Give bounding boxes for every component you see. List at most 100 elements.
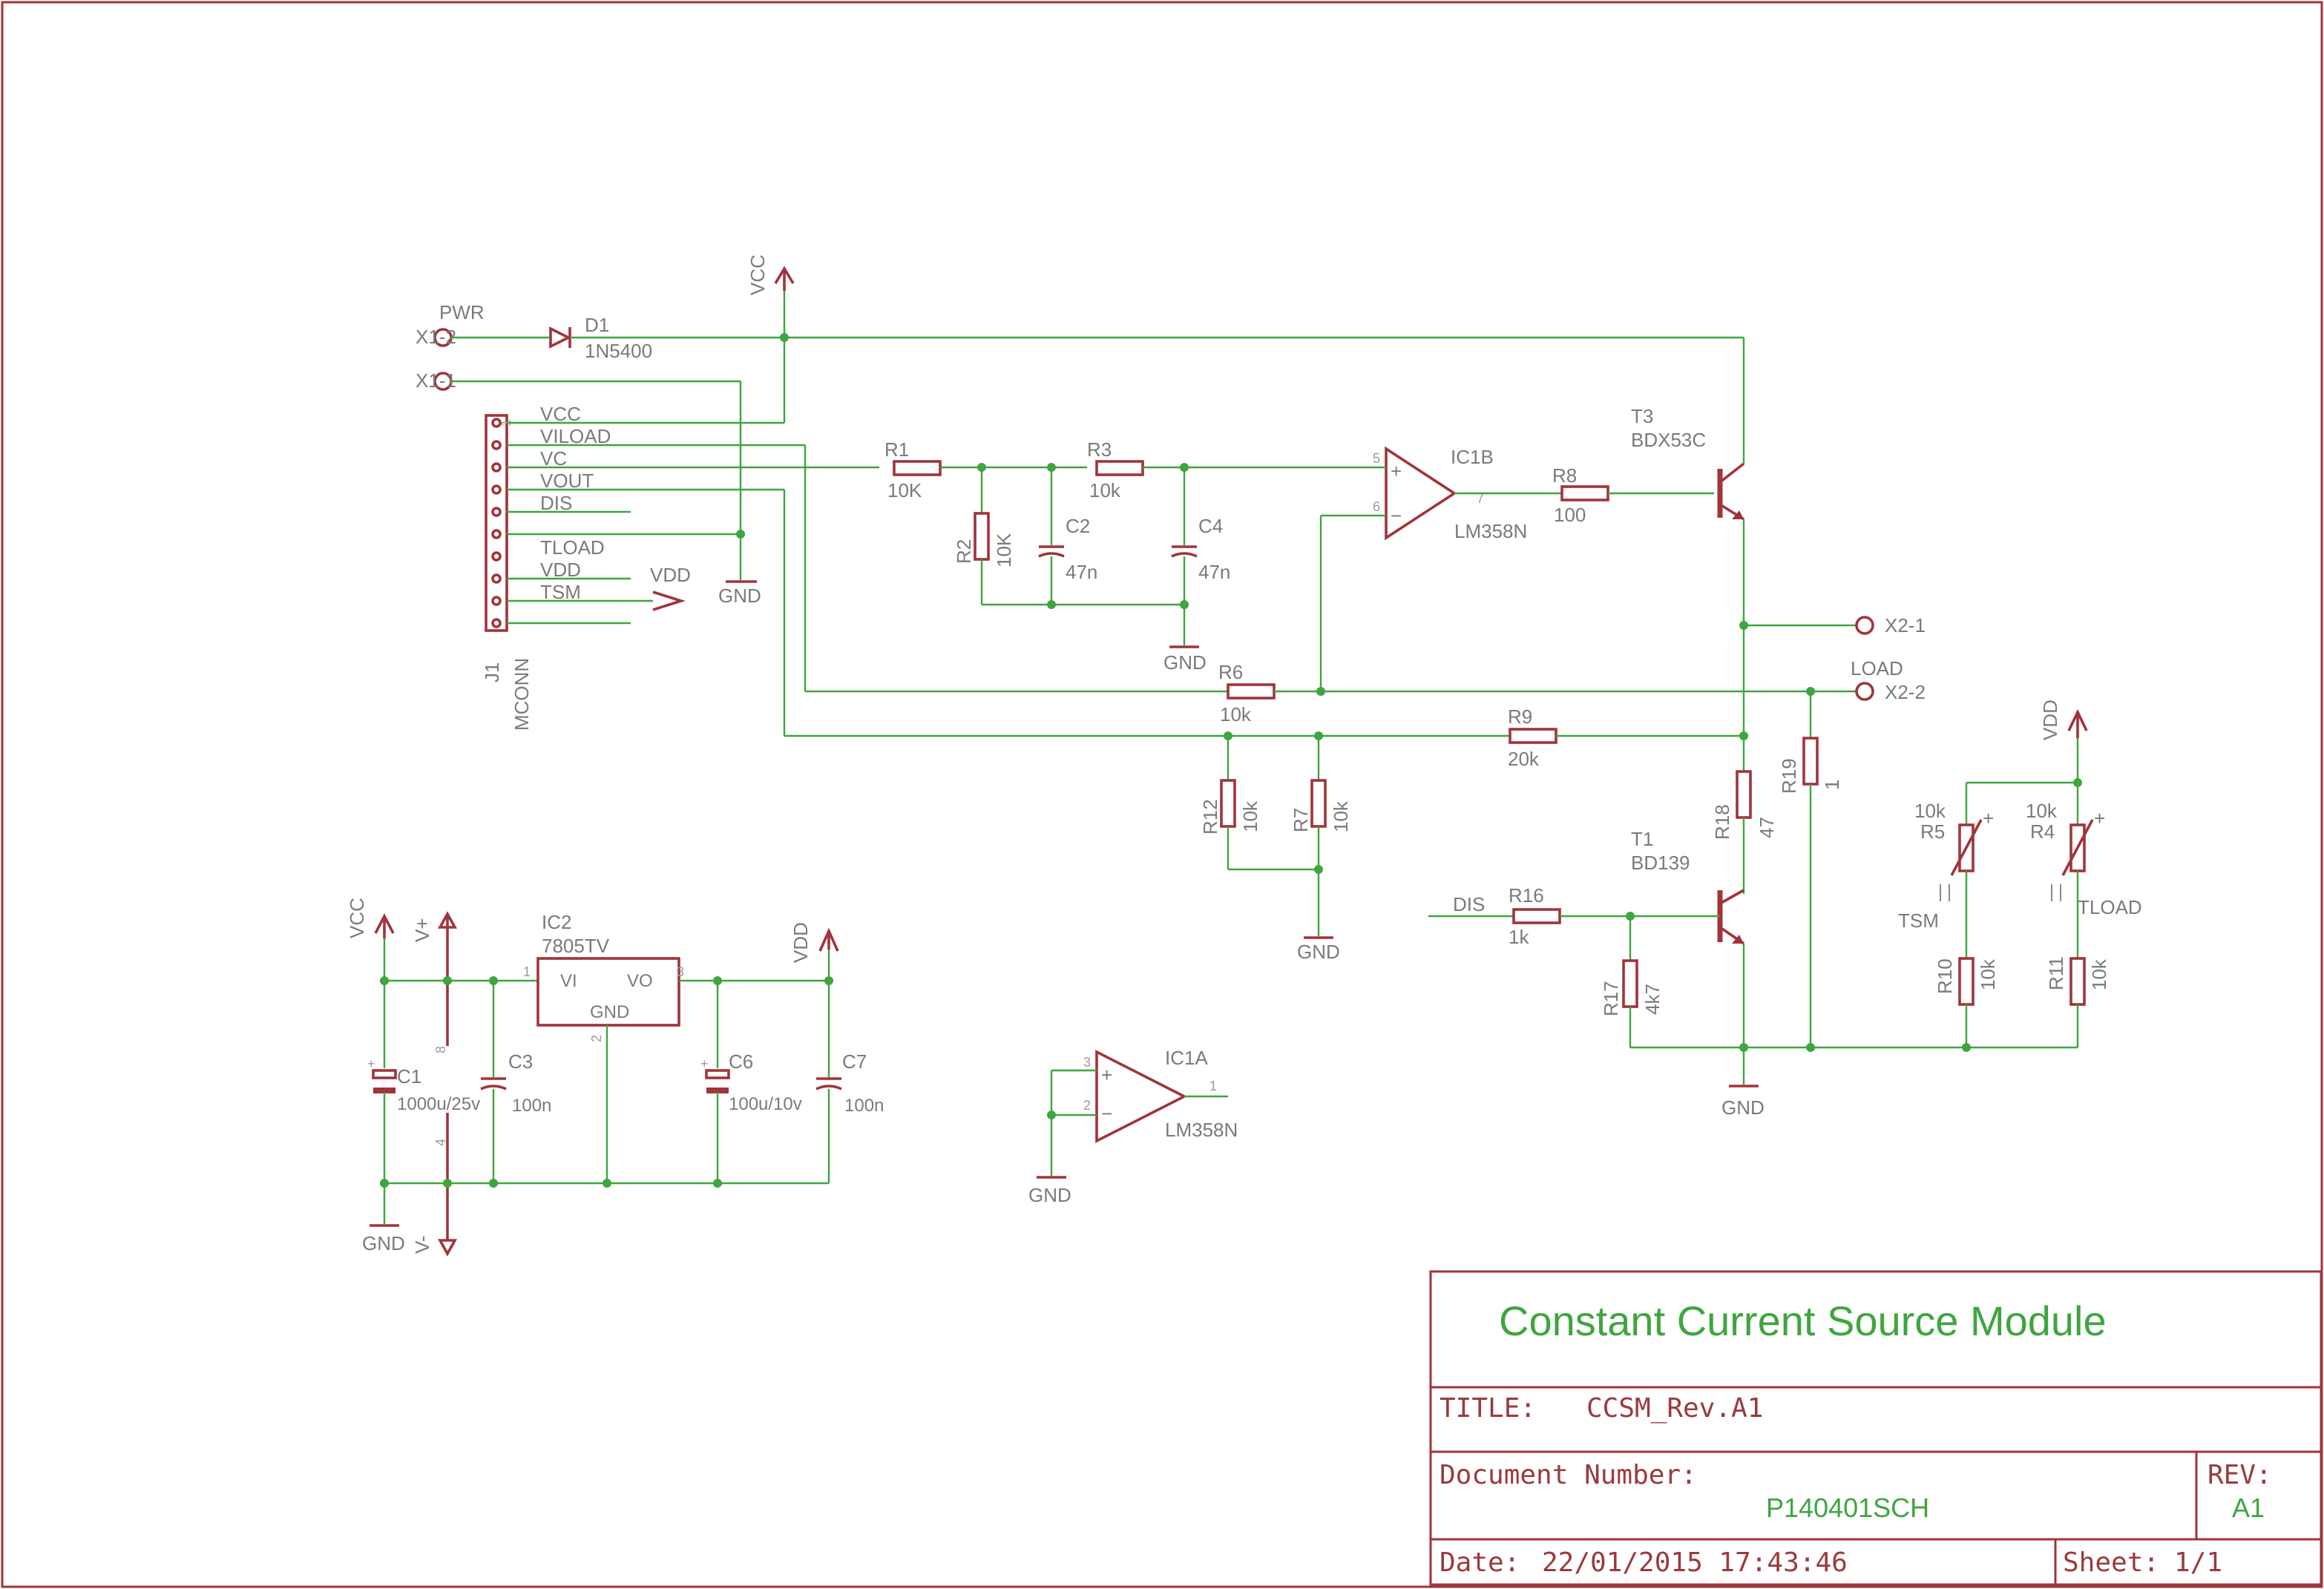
svg-text:GND: GND [1721,1096,1765,1119]
svg-text:R19: R19 [1778,758,1800,794]
vcc-top-label: VCC [746,254,769,295]
svg-text:VDD: VDD [2039,700,2061,740]
svg-text:C1: C1 [397,1065,421,1088]
svg-text:R12: R12 [1199,799,1221,835]
svg-text:R7: R7 [1290,808,1312,832]
svg-text:1: 1 [499,419,513,427]
sheet-heading: Constant Current Source Module [1499,1297,2107,1344]
j1-pin [491,551,502,562]
x2-2-terminal[interactable] [1855,682,1874,701]
svg-text:Document Number:: Document Number: [1440,1460,1697,1490]
svg-text:LM358N: LM358N [1165,1119,1238,1141]
svg-text:1: 1 [1209,1079,1217,1093]
r1-body [893,460,942,476]
x2-1-label: X2-1 [1885,614,1926,636]
svg-text:10k: 10k [1330,800,1352,832]
svg-text:10k: 10k [1220,703,1252,726]
svg-text:1k: 1k [1509,926,1529,948]
svg-text:VO: VO [627,971,653,991]
t3-transistor: T3 BDX53C [1631,338,1745,772]
vdd-header-arrow [652,590,686,611]
svg-text:3: 3 [677,964,684,979]
j1-pin-label: VC [540,447,567,470]
svg-text:6: 6 [1373,499,1380,514]
j1-pin-label: VCC [540,403,581,425]
svg-text:7805TV: 7805TV [542,935,610,957]
svg-text:10k: 10k [1914,800,1946,822]
svg-text:+: + [1983,807,1994,829]
x1-1-label: X1-1 [416,369,456,392]
r12-body [1220,779,1236,828]
svg-text:C4: C4 [1198,515,1223,537]
ic1a-opamp: + − 3 2 1 IC1A LM358N GND [1028,1047,1238,1206]
svg-text:100: 100 [1554,504,1586,526]
j1-pin [491,596,502,606]
doc-number: P140401SCH [1766,1493,1929,1523]
r19-body [1802,737,1819,786]
vdd-header-label: VDD [650,564,691,586]
svg-text:C7: C7 [842,1050,867,1073]
svg-text:T3: T3 [1631,405,1653,427]
svg-text:4k7: 4k7 [1641,984,1664,1015]
r7-body [1310,779,1327,828]
tload-label: TLOAD [2078,896,2142,918]
j1-pin [491,529,502,539]
svg-text:IC1B: IC1B [1451,446,1494,468]
svg-text:IC2: IC2 [542,911,571,933]
svg-text:VCC: VCC [346,898,368,938]
svg-text:C6: C6 [729,1050,753,1073]
svg-text:+: + [700,1056,709,1071]
dis-label: DIS [1453,893,1485,915]
r17-body [1622,959,1638,1008]
svg-text:C3: C3 [508,1050,533,1073]
svg-text:10k: 10k [2088,958,2110,990]
svg-text:2: 2 [589,1035,604,1042]
svg-text:Sheet:: Sheet: [2063,1547,2159,1578]
tsm-label: TSM [1898,909,1939,932]
sheet-date: 22/01/2015 17:43:46 [1542,1547,1848,1578]
svg-text:GND: GND [1028,1184,1071,1206]
svg-text:BD139: BD139 [1631,852,1690,874]
j1-pin [491,484,502,495]
svg-text:8: 8 [433,1046,448,1053]
vdd-right-arrow [2067,708,2088,731]
j1-pin-label: VOUT [540,470,594,492]
svg-text:10K: 10K [993,533,1015,568]
j1-pin [491,573,502,584]
ic1b-opamp: + − 5 6 7 IC1B LM358N R8 100 [1319,446,1714,691]
svg-text:BDX53C: BDX53C [1631,429,1706,451]
j1-value: MCONN [511,658,533,731]
regulator-section: VCC V+ 8 4 V- + C1 1000u/25v GND C3 100n… [346,898,884,1257]
svg-text:+: + [1391,460,1402,482]
svg-text:T1: T1 [1631,828,1653,850]
svg-text:+: + [1101,1064,1112,1086]
svg-text:TITLE:: TITLE: [1440,1393,1536,1424]
svg-text:R9: R9 [1508,705,1532,728]
svg-text:5: 5 [1373,451,1380,466]
r10-body [1958,957,1975,1006]
svg-text:R11: R11 [2045,956,2067,990]
revision: A1 [2232,1493,2265,1523]
sheet-number: 1/1 [2174,1547,2222,1578]
svg-text:GND: GND [362,1232,405,1254]
j1-pin [491,418,502,428]
x1-2-label: X1-2 [416,326,456,348]
pwr-input: PWR X1-2 X1-1 D1 1N5400 VCC [416,254,1744,580]
r2-body [974,512,990,561]
svg-text:GND: GND [1297,941,1340,963]
x2-1-terminal[interactable] [1855,616,1874,635]
j1-name: J1 [481,662,503,682]
j1-pin [491,618,502,628]
svg-text:−: − [1391,504,1402,527]
svg-text:R18: R18 [1711,804,1733,840]
svg-text:+: + [367,1056,375,1071]
r3-body [1095,460,1144,476]
svg-text:1: 1 [1821,780,1843,790]
svg-text:VDD: VDD [790,922,812,963]
sheet-title: CCSM_Rev.A1 [1586,1393,1763,1424]
svg-text:R10: R10 [1934,958,1956,994]
j1-pin [491,507,502,517]
r16-body [1512,908,1561,924]
svg-text:10k: 10k [1977,958,1999,990]
svg-text:LM358N: LM358N [1454,520,1527,542]
